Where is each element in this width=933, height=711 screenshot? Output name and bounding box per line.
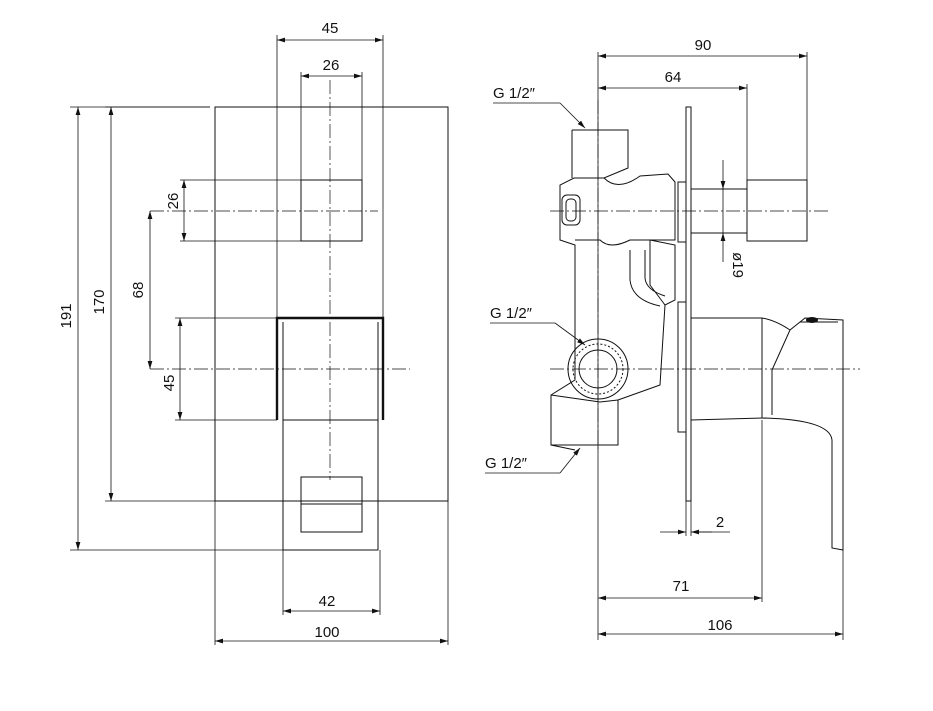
thread-label-middle: G 1/2″ <box>490 305 533 322</box>
cover-plate <box>214 106 449 502</box>
valve-body <box>550 129 676 451</box>
dim-diameter-19: ø19 <box>729 252 746 278</box>
dim-total-depth-90: 90 <box>695 37 712 54</box>
dim-button-height-26: 26 <box>165 193 182 210</box>
mounting-plate <box>685 106 692 502</box>
dim-button-width-26: 26 <box>323 57 340 74</box>
dim-button-depth-64: 64 <box>665 69 682 86</box>
dim-spacing-68: 68 <box>130 282 147 299</box>
diverter-button <box>300 179 363 242</box>
thread-label-bottom: G 1/2″ <box>485 455 528 472</box>
dim-width-45: 45 <box>322 20 339 37</box>
dim-lever-depth-71: 71 <box>673 578 690 595</box>
dim-plate-width-100: 100 <box>314 624 339 641</box>
dim-lever-width-42: 42 <box>319 593 336 610</box>
lever-side <box>690 317 844 551</box>
side-view: 90 64 G 1/2″ G 1/2″ G 1/2″ ø19 2 71 106 <box>485 37 860 640</box>
dim-inner-height-170: 170 <box>91 289 108 314</box>
thread-label-top: G 1/2″ <box>493 85 536 102</box>
dim-total-depth-106: 106 <box>707 617 732 634</box>
dim-lever-height-45: 45 <box>161 375 178 392</box>
lever-front <box>275 316 385 551</box>
diverter-stem <box>690 179 808 242</box>
front-view: 45 26 191 170 68 26 45 42 100 <box>58 20 449 645</box>
dim-total-height-191: 191 <box>58 303 75 328</box>
dim-plate-thickness-2: 2 <box>716 514 724 531</box>
middle-outlet <box>567 338 629 400</box>
